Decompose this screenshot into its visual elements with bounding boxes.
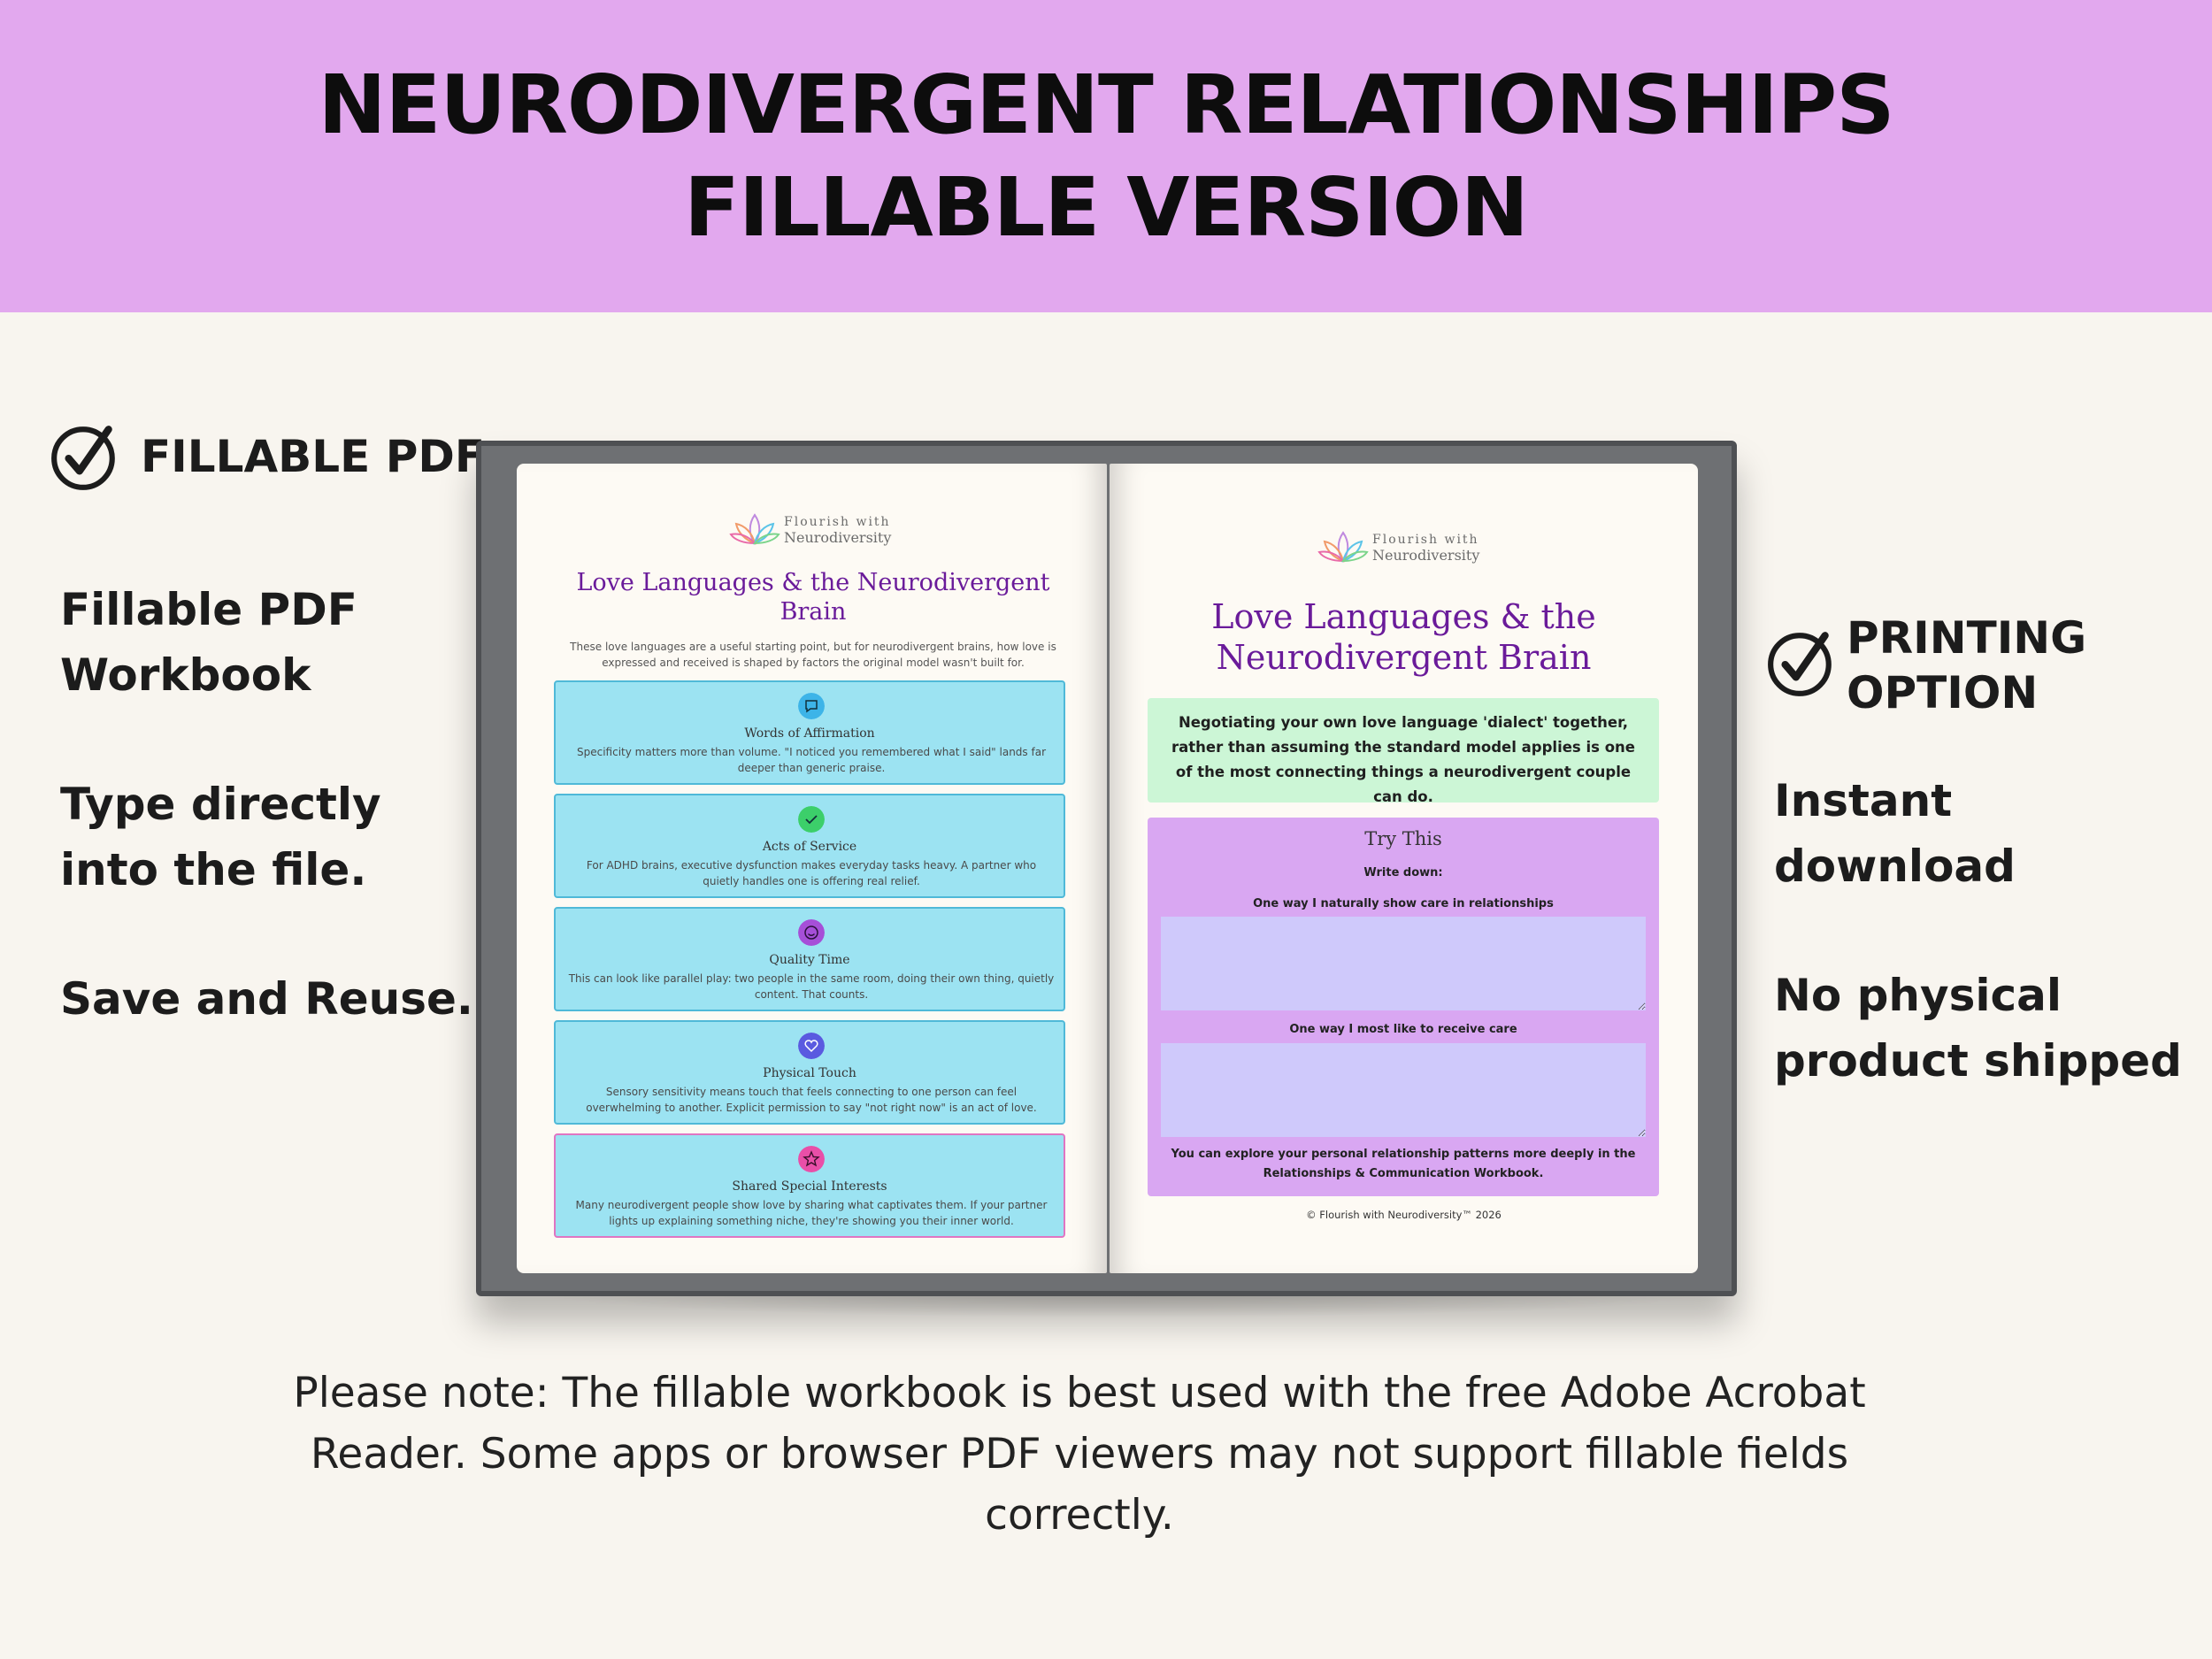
open-book-mockup: Flourish with Neurodiversity Love Langua… xyxy=(476,441,1737,1296)
card-text: For ADHD brains, executive dysfunction m… xyxy=(586,859,1037,887)
check-circle-icon xyxy=(1768,632,1832,696)
fillable-pdf-heading: FILLABLE PDF xyxy=(49,420,485,493)
write-down-label: Write down: xyxy=(1363,866,1443,879)
banner-title-line-1: NEURODIVERGENT RELATIONSHIPS xyxy=(318,57,1895,152)
left-page: Flourish with Neurodiversity Love Langua… xyxy=(517,464,1107,1273)
feature-no-physical-product: No physical product shipped xyxy=(1774,970,2182,1087)
banner-title-line-2: FILLABLE VERSION xyxy=(684,159,1529,255)
fillable-pdf-heading-label: FILLABLE PDF xyxy=(141,431,486,482)
question-2-field[interactable] xyxy=(1161,1043,1646,1137)
title-banner: NEURODIVERGENT RELATIONSHIPS FILLABLE VE… xyxy=(0,0,2212,312)
card-title: Acts of Service xyxy=(762,840,857,854)
check-circle-icon xyxy=(51,426,115,490)
right-page-title: Love Languages & the Neurodivergent Brai… xyxy=(1211,597,1596,677)
highlight-box: Negotiating your own love language 'dial… xyxy=(1148,698,1659,805)
printing-option-label: PRINTING OPTION xyxy=(1847,612,2087,718)
star-icon xyxy=(798,1146,825,1172)
try-this-title: Try This xyxy=(1364,828,1442,849)
workbook-footer-note: You can explore your personal relationsh… xyxy=(1171,1148,1636,1180)
feature-save-reuse: Save and Reuse. xyxy=(60,973,473,1025)
logo-text-top: Flourish with xyxy=(1372,533,1479,547)
logo-text-top: Flourish with xyxy=(784,515,891,529)
question-2-label: One way I most like to receive care xyxy=(1289,1023,1517,1036)
love-language-card: Words of Affirmation Specificity matters… xyxy=(554,680,1065,785)
logo-text-bottom: Neurodiversity xyxy=(784,529,892,546)
feature-type-directly: Type directly into the file. xyxy=(60,779,381,895)
card-text: Many neurodivergent people show love by … xyxy=(575,1199,1048,1227)
copyright-line: © Flourish with Neurodiversity™ 2026 xyxy=(1306,1209,1502,1221)
right-page: Flourish with Neurodiversity Love Langua… xyxy=(1110,464,1698,1273)
compatibility-note: Please note: The fillable workbook is be… xyxy=(293,1369,1866,1540)
check-circle-icon xyxy=(798,806,825,833)
card-text: Sensory sensitivity means touch that fee… xyxy=(586,1086,1037,1114)
speech-bubble-icon xyxy=(798,693,825,719)
feature-fillable-workbook: Fillable PDF Workbook xyxy=(60,584,357,701)
love-language-card: Acts of Service For ADHD brains, executi… xyxy=(554,794,1065,898)
logo-text-bottom: Neurodiversity xyxy=(1372,547,1480,564)
try-this-box: Try This Write down: One way I naturally… xyxy=(1148,818,1659,1196)
smile-icon xyxy=(798,919,825,946)
love-language-card: Physical Touch Sensory sensitivity means… xyxy=(554,1020,1065,1125)
brand-logo: Flourish with Neurodiversity xyxy=(729,510,891,550)
card-title: Quality Time xyxy=(769,953,850,967)
love-language-card: Shared Special Interests Many neurodiver… xyxy=(554,1133,1065,1238)
card-title: Physical Touch xyxy=(763,1066,856,1080)
printing-option-heading: PRINTING OPTION xyxy=(1765,611,2086,720)
card-text: This can look like parallel play: two pe… xyxy=(568,972,1055,1001)
card-title: Words of Affirmation xyxy=(744,726,875,741)
heart-icon xyxy=(798,1033,825,1059)
left-page-title: Love Languages & the Neurodivergent Brai… xyxy=(576,569,1050,626)
lotus-icon xyxy=(1317,531,1369,563)
love-language-card: Quality Time This can look like parallel… xyxy=(554,907,1065,1011)
lotus-icon xyxy=(729,513,780,545)
question-1-field[interactable] xyxy=(1161,917,1646,1010)
question-1-label: One way I naturally show care in relatio… xyxy=(1253,897,1554,910)
card-title: Shared Special Interests xyxy=(732,1179,887,1194)
feature-instant-download: Instant download xyxy=(1774,775,2016,892)
card-text: Specificity matters more than volume. "I… xyxy=(576,746,1047,774)
left-page-intro: These love languages are a useful starti… xyxy=(570,641,1056,669)
brand-logo: Flourish with Neurodiversity xyxy=(1317,527,1479,568)
